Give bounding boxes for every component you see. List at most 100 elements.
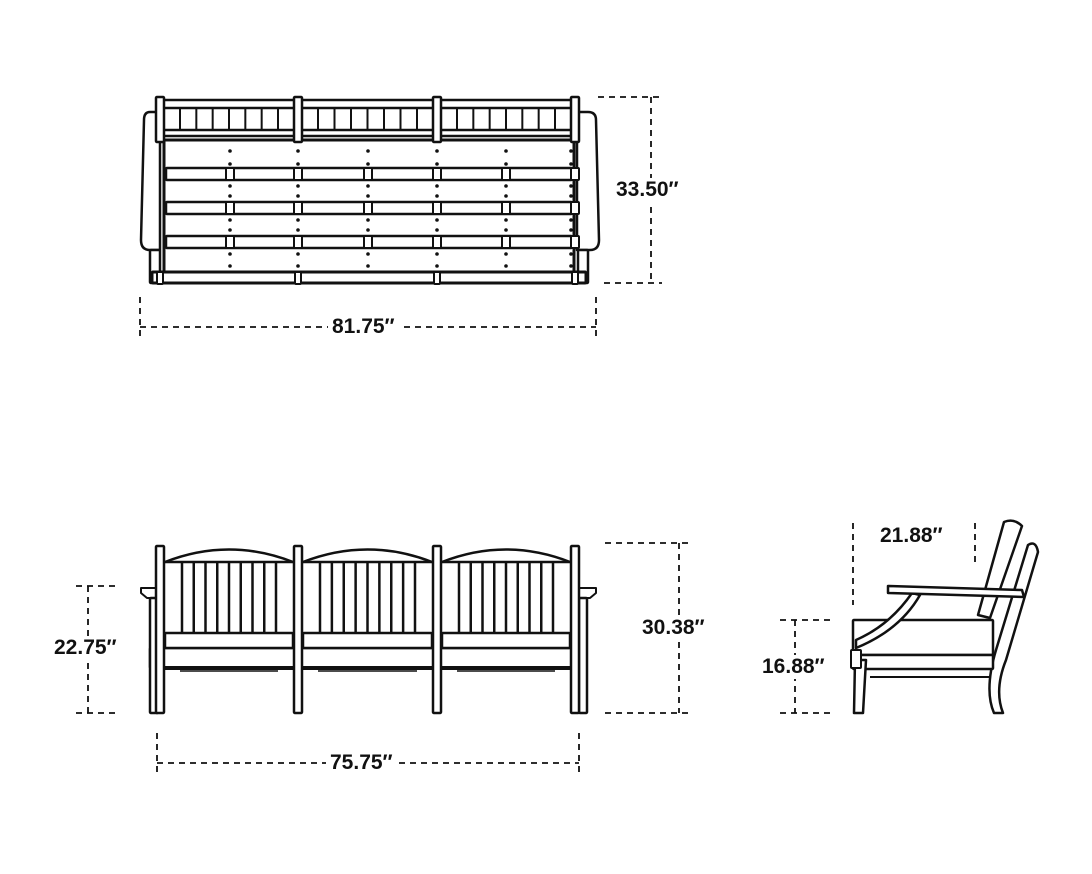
rail-joint <box>293 201 303 215</box>
rail-joint <box>225 167 235 181</box>
rail-joint <box>432 167 442 181</box>
screw-dot <box>569 194 573 198</box>
arm-support <box>854 591 922 650</box>
screw-dot <box>296 228 300 232</box>
screw-dot <box>296 194 300 198</box>
screw-dot <box>228 194 232 198</box>
front-leg <box>852 658 868 715</box>
rail-joint <box>570 235 580 249</box>
front-overall-height-label: 30.38″ <box>638 616 709 640</box>
armrest <box>886 584 1026 599</box>
screw-dot <box>296 264 300 268</box>
top-view-drawing <box>139 95 601 285</box>
backrest-crest <box>441 548 571 564</box>
side-view-drawing <box>850 519 1040 715</box>
seat-cushion <box>440 631 572 650</box>
screw-dot <box>228 252 232 256</box>
rail-joint <box>225 201 235 215</box>
seat-apron <box>148 646 588 670</box>
screw-dot <box>366 184 370 188</box>
rail-joint <box>432 201 442 215</box>
screw-dot <box>435 162 439 166</box>
seat-frame <box>851 653 995 671</box>
front-view-drawing <box>140 544 597 715</box>
screw-dot <box>435 252 439 256</box>
back-post <box>292 95 304 144</box>
screw-dot <box>435 264 439 268</box>
screw-dot <box>435 194 439 198</box>
screw-dot <box>569 218 573 222</box>
rail-joint <box>432 235 442 249</box>
seat-cushion <box>163 631 295 650</box>
screw-dot <box>435 218 439 222</box>
front-width-label: 75.75″ <box>326 751 397 775</box>
front-post <box>431 544 443 715</box>
screw-dot <box>366 228 370 232</box>
rail-joint <box>363 167 373 181</box>
screw-dot <box>435 184 439 188</box>
backrest-crest <box>302 548 433 564</box>
rear-leg <box>988 542 1040 715</box>
front-post <box>569 544 581 715</box>
front-post <box>571 271 579 285</box>
screw-dot <box>228 162 232 166</box>
screw-dot <box>296 218 300 222</box>
rail-joint <box>293 235 303 249</box>
backrest-crest <box>164 548 294 564</box>
top-width-label: 81.75″ <box>328 315 399 339</box>
screw-dot <box>228 228 232 232</box>
screw-dot <box>366 162 370 166</box>
screw-dot <box>504 194 508 198</box>
screw-dot <box>296 162 300 166</box>
rail-joint <box>570 201 580 215</box>
rail-joint <box>570 167 580 181</box>
screw-dot <box>296 184 300 188</box>
backrest-top <box>160 98 578 142</box>
screw-dot <box>569 264 573 268</box>
screw-dot <box>366 264 370 268</box>
screw-dot <box>228 149 232 153</box>
rail-joint <box>501 201 511 215</box>
screw-dot <box>569 184 573 188</box>
screw-dot <box>504 228 508 232</box>
screw-dot <box>228 264 232 268</box>
back-post <box>569 95 581 144</box>
screw-dot <box>569 162 573 166</box>
side-depth-label: 21.88″ <box>876 524 947 548</box>
back-post <box>154 95 166 144</box>
rail-joint <box>501 167 511 181</box>
front-joint <box>850 649 862 669</box>
screw-dot <box>435 228 439 232</box>
screw-dot <box>504 218 508 222</box>
rail-joint <box>363 235 373 249</box>
screw-dot <box>569 149 573 153</box>
front-post <box>294 271 302 285</box>
rail-joint <box>501 235 511 249</box>
right-arm <box>575 110 601 252</box>
screw-dot <box>228 184 232 188</box>
screw-dot <box>435 149 439 153</box>
front-post <box>156 271 164 285</box>
screw-dot <box>366 194 370 198</box>
seat-cushion <box>301 631 434 650</box>
rail-joint <box>225 235 235 249</box>
front-post <box>433 271 441 285</box>
front-post <box>292 544 304 715</box>
back-post <box>431 95 443 144</box>
rail-joint <box>363 201 373 215</box>
side-seat-height-label: 16.88″ <box>758 655 829 679</box>
screw-dot <box>504 149 508 153</box>
screw-dot <box>504 162 508 166</box>
screw-dot <box>366 252 370 256</box>
screw-dot <box>296 149 300 153</box>
top-depth-label: 33.50″ <box>612 178 683 202</box>
screw-dot <box>228 218 232 222</box>
screw-dot <box>296 252 300 256</box>
front-post <box>154 544 166 715</box>
front-rail <box>150 270 588 285</box>
screw-dot <box>366 218 370 222</box>
rail-joint <box>293 167 303 181</box>
front-arm-height-label: 22.75″ <box>50 636 121 660</box>
